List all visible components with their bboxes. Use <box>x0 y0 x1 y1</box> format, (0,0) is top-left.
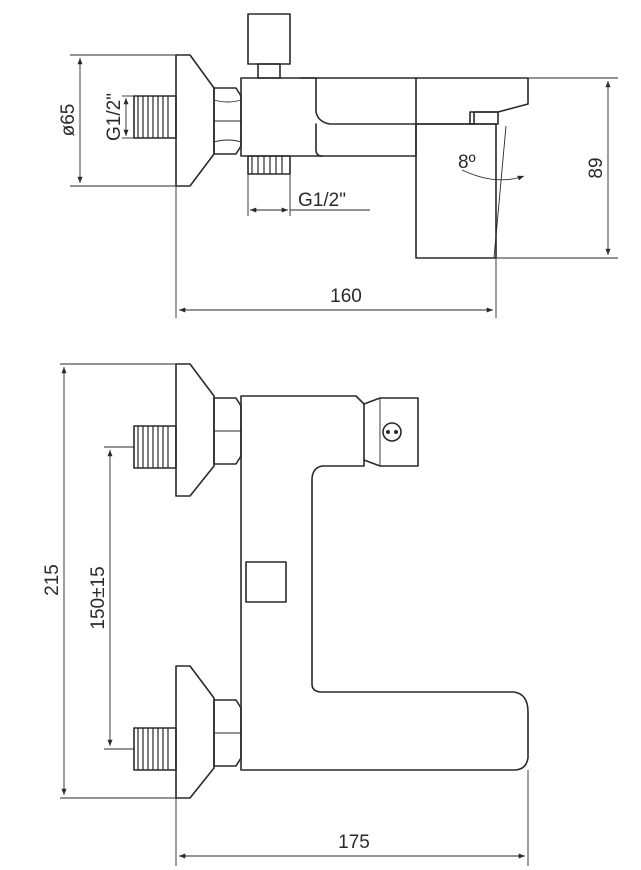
dim-length-top: 175 <box>338 832 370 853</box>
top-diverter-dot <box>382 422 402 442</box>
top-diverter <box>363 397 419 467</box>
side-wall-flange <box>175 54 215 187</box>
side-thread-nipple <box>133 95 177 139</box>
dim-angle: 8º <box>458 152 476 173</box>
top-lower-thread <box>133 727 177 771</box>
dim-thread-top: G1/2" <box>104 93 125 141</box>
top-view: 215 150±15 175 <box>42 363 529 866</box>
top-square-detail <box>245 561 287 603</box>
angle-arc <box>461 169 525 181</box>
top-body <box>240 395 529 771</box>
side-spout <box>415 77 529 125</box>
side-diverter-knob <box>247 13 291 65</box>
dim-thread-bottom: G1/2" <box>298 190 346 211</box>
dim-diameter: ø65 <box>58 104 79 137</box>
dim-centers: 150±15 <box>88 566 109 629</box>
top-lower-flange <box>175 665 215 799</box>
side-outlet-thread <box>247 155 291 175</box>
angle-line-2 <box>493 125 507 259</box>
top-upper-thread <box>133 425 177 469</box>
top-upper-flange <box>175 363 215 497</box>
dim-length-side: 160 <box>330 286 362 307</box>
side-body <box>240 77 417 157</box>
dim-height: 89 <box>586 157 607 178</box>
dim-overall-height: 215 <box>42 564 63 596</box>
side-lever <box>299 77 417 125</box>
side-cartridge <box>415 123 497 259</box>
side-view: 8º ø65 G1/2" G1/2" 89 160 <box>58 13 618 318</box>
